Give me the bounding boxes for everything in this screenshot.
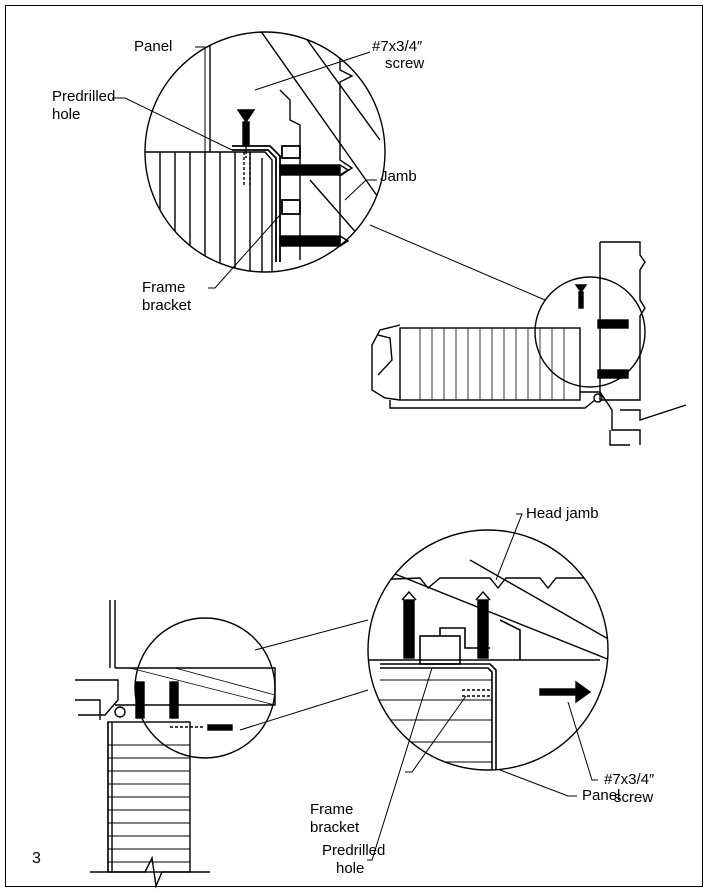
label-predrilled-top-line2: hole: [52, 106, 81, 123]
screw-horizontal-bottom: [539, 680, 592, 704]
label-panel-top: Panel: [134, 38, 173, 55]
label-predrilled-bottom-line2: hole: [336, 860, 365, 877]
label-screw-bottom-line2: screw: [614, 789, 654, 806]
label-frame-bottom-line2: bracket: [310, 819, 360, 836]
label-panel-bottom: Panel: [582, 787, 621, 804]
panel-section-bottom: [368, 679, 492, 763]
label-jamb: Jamb: [380, 168, 417, 185]
figure-frame: [5, 5, 703, 887]
frame-bracket-bottom: [380, 619, 521, 770]
label-predrilled-bottom-line1: Predrilled: [322, 842, 386, 859]
bottom-connector-line-2: [254, 619, 369, 651]
screw-vertical: [236, 109, 256, 147]
bottom-assembly: [75, 600, 276, 889]
label-screw-bottom-line1: #7x3/4″: [604, 771, 655, 788]
frame-bracket: [232, 145, 301, 262]
label-head-jamb: Head jamb: [526, 505, 599, 522]
bottom-connector-line-1: [239, 689, 369, 731]
top-leader-lines: [112, 46, 377, 289]
predrilled-hole: [243, 152, 251, 185]
top-assembly: [371, 241, 687, 446]
bottom-leader-lines: [367, 513, 598, 861]
label-screw-top-line1: #7x3/4″: [372, 38, 423, 55]
label-frame-bottom-line1: Frame: [310, 801, 354, 818]
panel-section: [145, 32, 273, 272]
screw-horizontal-lower: [279, 235, 350, 247]
label-frame-top-line2: bracket: [142, 297, 192, 314]
screw-vertical-left: [403, 599, 415, 659]
screw-vertical-right: [477, 599, 489, 659]
bottom-magnified-detail: [367, 529, 609, 771]
top-connector-line: [369, 224, 546, 301]
label-frame-top-line1: Frame: [142, 279, 186, 296]
top-magnified-detail: [144, 31, 386, 273]
screw-horizontal-upper: [279, 164, 350, 176]
figure-number: 3: [32, 850, 41, 867]
label-predrilled-top-line1: Predrilled: [52, 88, 116, 105]
label-screw-top-line2: screw: [385, 55, 425, 72]
predrilled-hole-bottom: [462, 689, 492, 697]
